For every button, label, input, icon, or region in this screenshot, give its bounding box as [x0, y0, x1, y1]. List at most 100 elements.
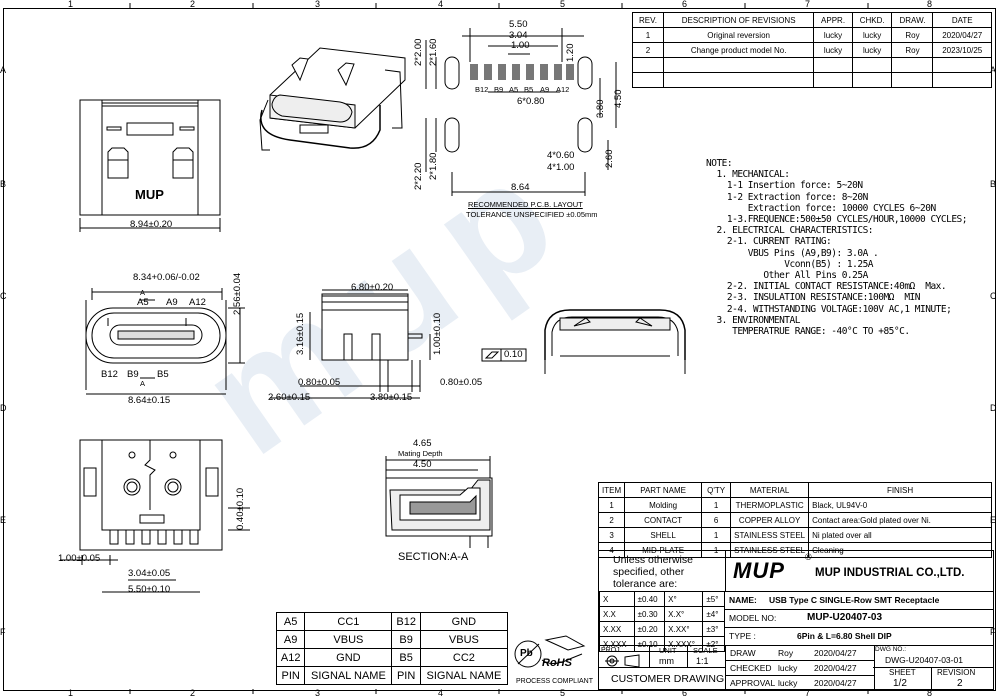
bom-table: ITEM PART NAME Q'TY MATERIAL FINISH 1 Mo… [597, 482, 992, 558]
ruler-bottom-8: 8 [927, 688, 933, 698]
pcb-dim-380: 3.80 [595, 99, 606, 119]
section-dim-465: 4.65 [413, 438, 432, 449]
tol-angle-value: ±5° [702, 591, 725, 607]
notes-block: NOTE: 1. MECHANICAL: 1-1 Insertion force… [706, 158, 967, 337]
face-dim-864: 8.64±0.15 [128, 395, 171, 406]
ruler-side-d: D [0, 403, 7, 413]
rev-date: 2023/10/25 [932, 42, 992, 58]
ruler-side-c-right: C [990, 291, 997, 301]
pin-header: PIN [275, 666, 306, 685]
pcb-dim-4x100: 4*1.00 [547, 162, 575, 173]
face-marker-bottom: A [140, 379, 146, 388]
revision-label: REVISION [937, 668, 976, 677]
unit-cell: UNIT mm [649, 646, 688, 668]
bom-item: 1 [597, 497, 626, 513]
receptacle-face-view [85, 288, 245, 395]
approval-label: APPROVAL [730, 678, 776, 688]
profile-dim-080-left: 0.80±0.05 [298, 377, 341, 388]
ruler-side-a-right: A [990, 65, 997, 75]
iso-view [259, 47, 406, 151]
type-label: TYPE : [729, 631, 756, 641]
name-row: NAME: USB Type C SINGLE-Row SMT Receptac… [725, 591, 993, 610]
product-name: USB Type C SINGLE-Row SMT Receptacle [769, 595, 940, 605]
dwg-block: DWG NO.: DWG-U20407-03-01 SHEET 1/2 REVI… [873, 645, 993, 690]
customer-drawing-label: CUSTOMER DRAWING [611, 673, 725, 685]
signal-cell: GND [304, 648, 393, 667]
pin-cell: B5 [391, 648, 421, 667]
pcb-layout [425, 28, 617, 196]
tolerance-note: Unless otherwise specified, other tolera… [613, 554, 693, 590]
model-label: MODEL NO: [729, 613, 777, 623]
proj-unit-scale: PROJ. UNIT mm SCALE 1:1 [599, 645, 725, 668]
pcb-dim-550: 5.50 [509, 19, 528, 30]
ruler-side-e-right: E [990, 515, 997, 525]
rohs-badge: Pb RoHS PROCESS COMPLIANT [512, 632, 594, 688]
company-name: MUP INDUSTRIAL CO.,LTD. [815, 567, 965, 579]
model-row: MODEL NO: MUP-U20407-03 [725, 609, 993, 628]
bottom-dim-304: 3.04±0.05 [128, 568, 171, 579]
product-info: NAME: USB Type C SINGLE-Row SMT Receptac… [725, 591, 993, 645]
bom-header-item: ITEM [597, 482, 626, 498]
dwg-number: DWG-U20407-03-01 [885, 655, 963, 665]
note-line: 2. ELECTRICAL CHARACTERISTICS: [706, 225, 874, 237]
sheet-label: SHEET [889, 668, 916, 677]
rev-approved: lucky [813, 27, 853, 43]
bom-qty: 6 [701, 512, 732, 528]
bottom-dim-550: 5.50±0.10 [128, 584, 171, 595]
ruler-top-4: 4 [438, 0, 444, 9]
sheet-value: 1/2 [893, 678, 907, 689]
ruler-top-1: 1 [68, 0, 74, 9]
note-line: 3. ENVIRONMENTAL [706, 314, 800, 326]
bom-qty: 1 [701, 527, 732, 543]
pcb-pin-b5: B5 [524, 85, 534, 94]
revision-cell: REVISION 2 [931, 667, 993, 690]
table-row: 3 SHELL 1 STAINLESS STEEL Ni plated over… [597, 527, 992, 543]
tol-angle-value: ±4° [702, 606, 725, 622]
rev-description: Original reversion [663, 27, 815, 43]
tol-angle-value: ±3° [702, 621, 725, 637]
rev-description: Change product model No. [663, 42, 815, 58]
bottom-view [60, 439, 250, 593]
rev-approved: lucky [813, 42, 853, 58]
note-line: Vconn(B5) : 1.25A [706, 258, 874, 270]
ruler-side-a: A [0, 65, 7, 75]
face-pin-a12: A12 [189, 297, 206, 308]
ruler-top-3: 3 [315, 0, 321, 9]
pcb-pin-a5: A5 [509, 85, 519, 94]
bom-finish: Contact area:Gold plated over Ni. [808, 512, 992, 528]
ruler-bottom-3: 3 [315, 688, 321, 698]
ruler-side-f-right: F [990, 627, 996, 637]
dwg-number-cell: DWG NO.: DWG-U20407-03-01 [873, 646, 993, 668]
tol-angle-key: X° [664, 591, 704, 607]
ruler-top-7: 7 [805, 0, 811, 9]
rev-header-desc: DESCRIPTION OF REVISIONS [663, 12, 815, 28]
pcb-dim-2x220: 2*2.20 [413, 162, 424, 190]
ruler-side-b-right: B [990, 179, 997, 189]
ruler-top-6: 6 [682, 0, 688, 9]
bottom-dim-040: 0.40±0.10 [235, 487, 246, 530]
dwg-label: DWG NO.: [875, 646, 907, 653]
signal-cell: GND [419, 612, 509, 631]
flatness-symbol [481, 348, 527, 362]
note-line: NOTE: [706, 158, 733, 169]
note-line: 1-3.FREQUENCE:500±50 CYCLES/HOUR,10000 C… [706, 214, 968, 226]
pin-cell: A5 [275, 612, 306, 631]
tol-angle-key: X.X° [664, 606, 704, 622]
customer-drawing-cell: CUSTOMER DRAWING [599, 667, 725, 690]
rev-number: 1 [631, 27, 665, 43]
ruler-side-c: C [0, 291, 7, 301]
pcb-dim-450: 4.50 [613, 89, 624, 109]
checked-name: lucky [778, 663, 798, 673]
pcb-dim-864: 8.64 [511, 182, 530, 193]
rev-date: 2020/04/27 [932, 27, 992, 43]
face-marker-top: A [140, 288, 146, 297]
pin-cell: A12 [275, 648, 306, 667]
table-row: 2 Change product model No. lucky lucky R… [631, 42, 992, 58]
ruler-top-5: 5 [560, 0, 566, 9]
pin-header: PIN [391, 666, 421, 685]
note-line: Other All Pins 0.25A [706, 270, 868, 282]
ruler-side-d-right: D [990, 403, 997, 413]
pin-cell: A9 [275, 630, 306, 649]
table-row: 2 CONTACT 6 COPPER ALLOY Contact area:Go… [597, 512, 992, 528]
ruler-bottom-6: 6 [682, 688, 688, 698]
